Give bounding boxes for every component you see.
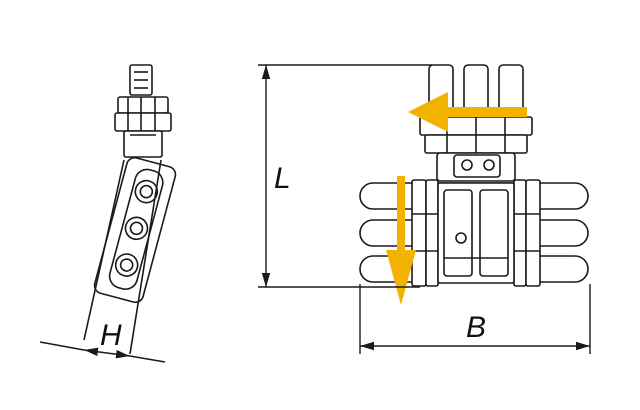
side-neck: [123, 130, 163, 158]
dimension-l-label: L: [274, 162, 291, 195]
flow-arrows: [386, 92, 527, 305]
dimension-l: [258, 64, 432, 288]
front-screw-2: [483, 159, 495, 171]
side-view: [83, 64, 177, 355]
front-view: [359, 64, 589, 287]
dimension-b: [359, 284, 591, 354]
flow-arrow-down: [386, 176, 416, 305]
side-body: [93, 156, 177, 304]
side-nut-upper: [117, 96, 169, 114]
front-screw-1: [461, 159, 473, 171]
side-nut-lower: [114, 112, 172, 132]
dimension-h-label: H: [100, 319, 122, 352]
dimension-b-label: B: [466, 311, 486, 344]
flow-arrow-left: [408, 92, 527, 132]
dimension-h: [39, 341, 166, 363]
front-screw-3: [455, 232, 467, 244]
